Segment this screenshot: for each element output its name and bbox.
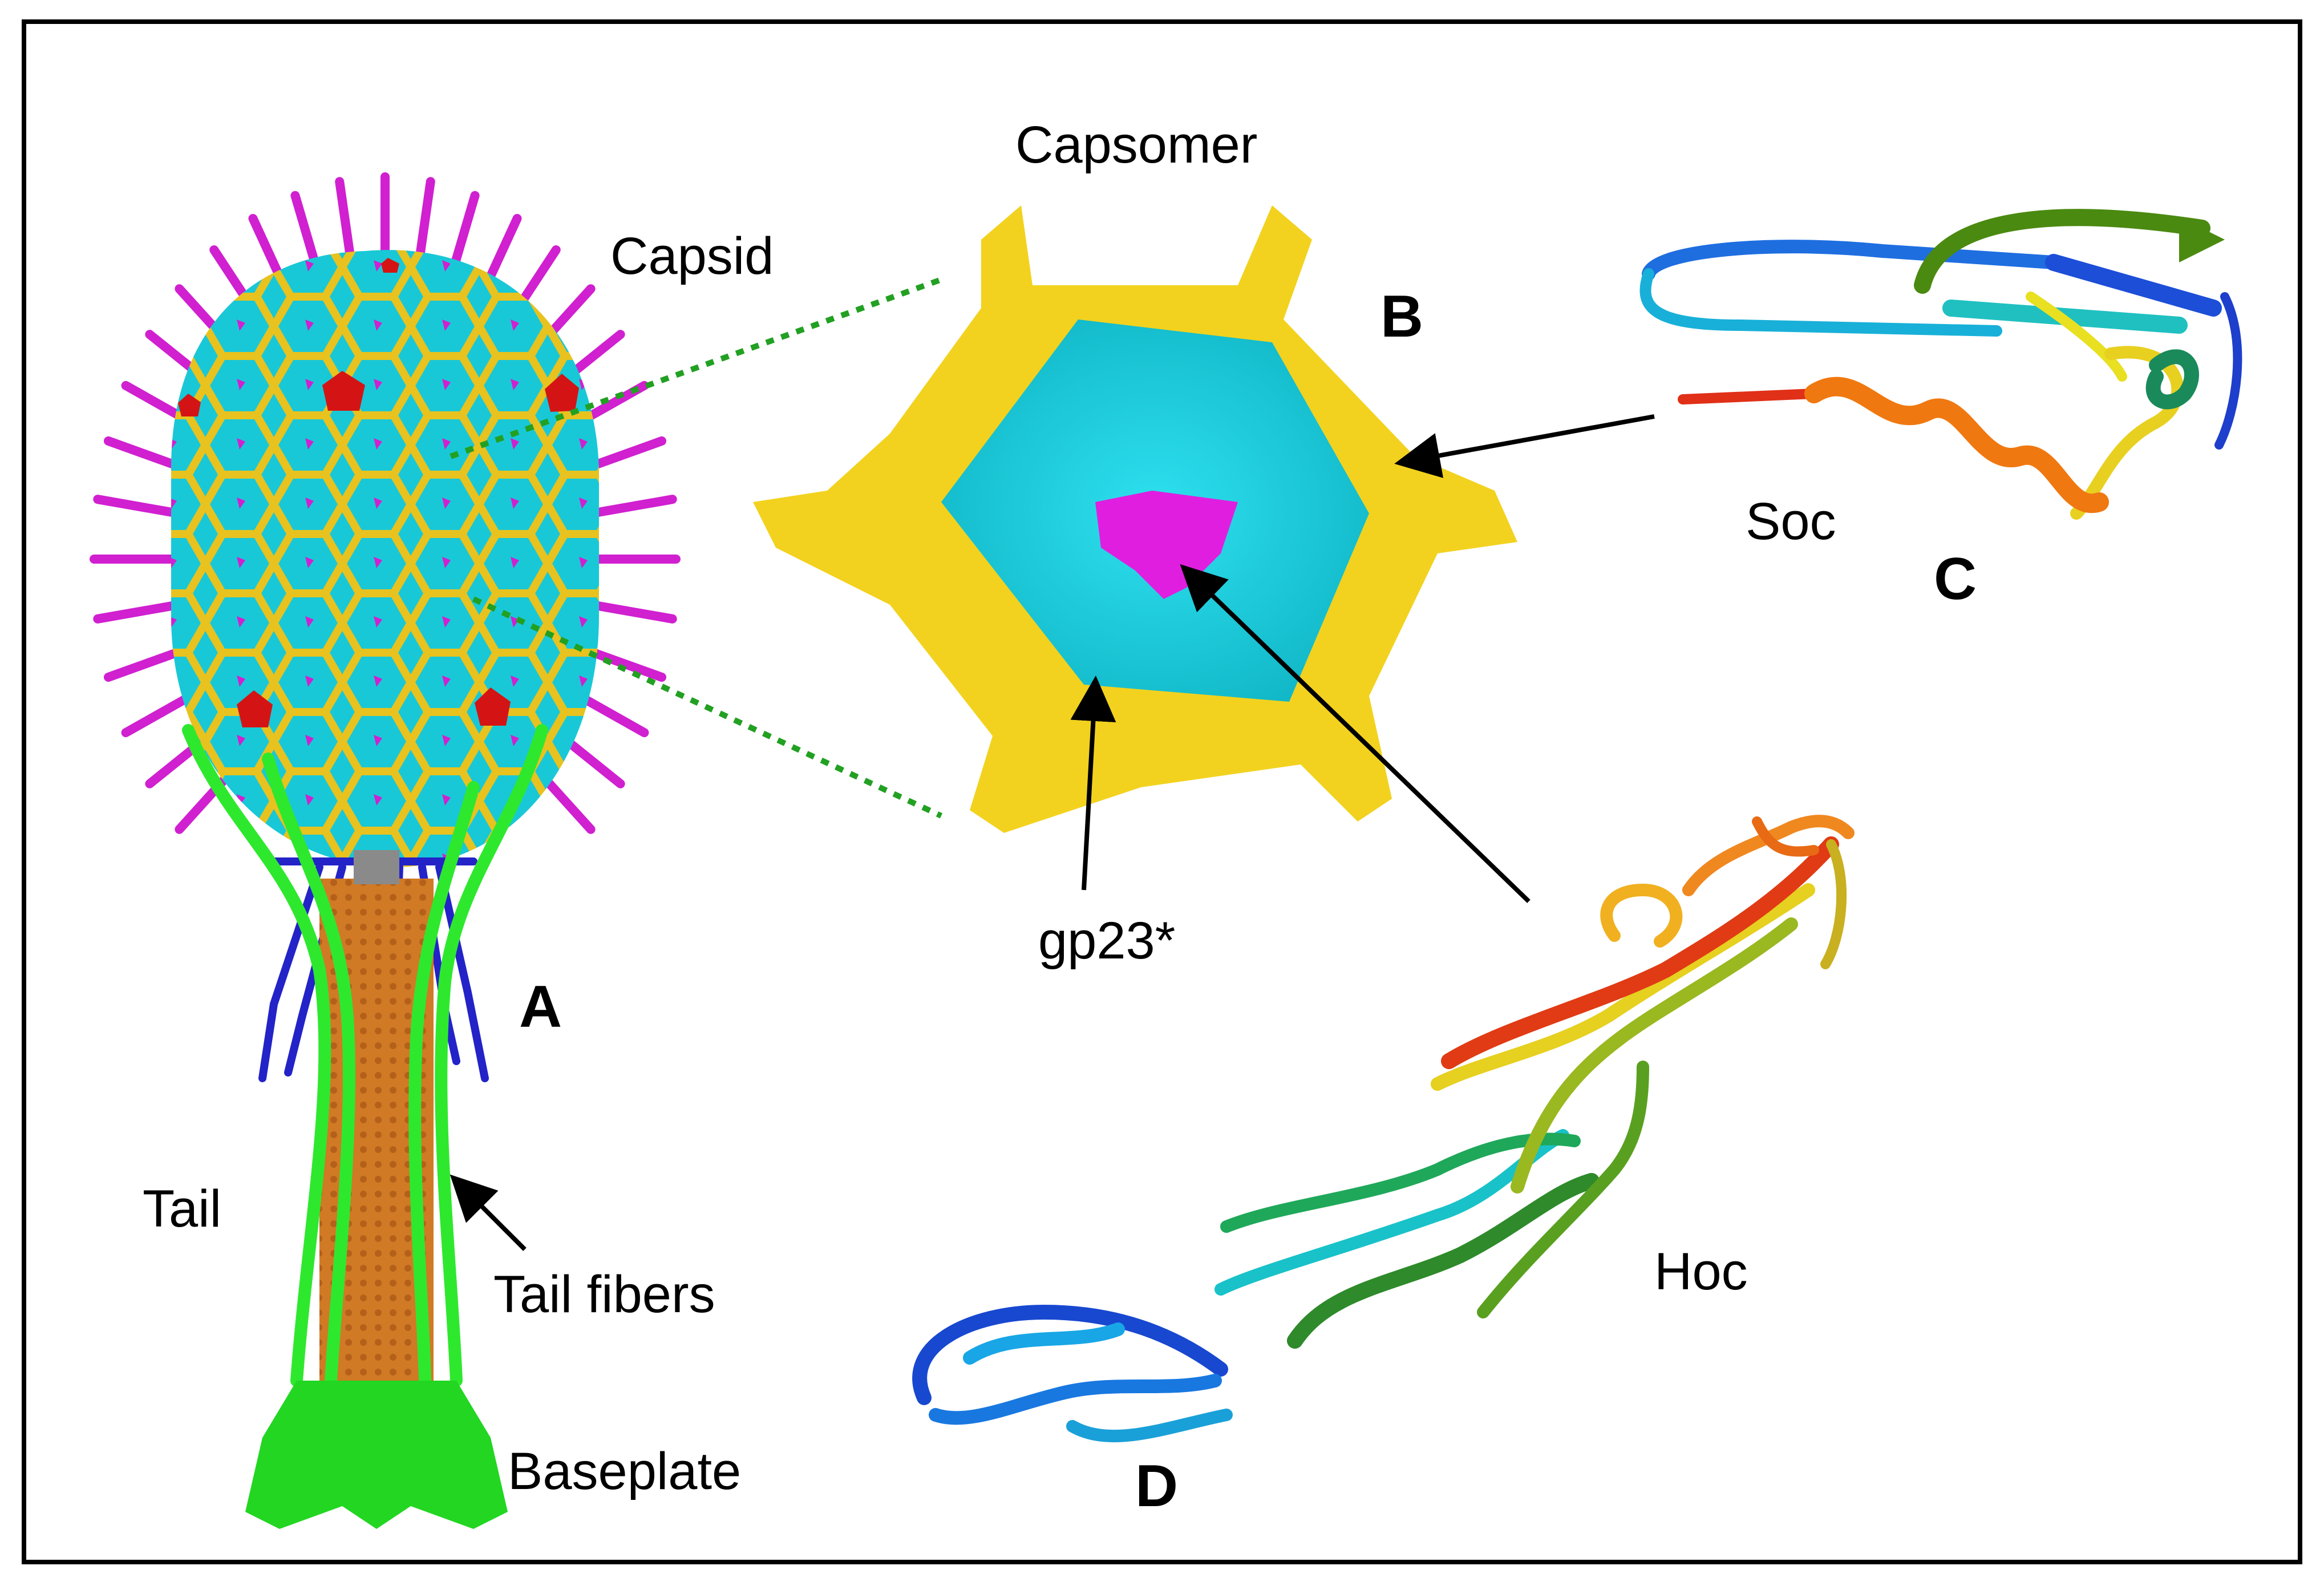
capsomer-illustration <box>753 205 1517 833</box>
arrow-gp23 <box>1070 675 1116 891</box>
annotation-arrows <box>450 414 1655 1251</box>
hoc-spike <box>93 495 187 519</box>
hoc-spike <box>93 599 187 624</box>
panel-label-c: C <box>1934 546 1977 612</box>
label-baseplate: Baseplate <box>508 1442 741 1500</box>
label-soc: Soc <box>1746 492 1836 551</box>
label-capsid: Capsid <box>610 227 774 285</box>
arrow-soc <box>1394 414 1655 478</box>
zoom-lines <box>450 277 943 819</box>
hoc-ribbon <box>912 815 1855 1443</box>
panel-label-d: D <box>1135 1453 1178 1519</box>
baseplate <box>245 1381 508 1529</box>
label-capsomer: Capsomer <box>1015 116 1257 174</box>
tail-neck <box>354 850 399 884</box>
arrow-tail-fibers <box>450 1174 527 1251</box>
arrow-hoc <box>1180 564 1531 903</box>
label-hoc: Hoc <box>1654 1243 1748 1301</box>
label-gp23: gp23* <box>1038 912 1175 970</box>
hoc-spike <box>583 599 677 624</box>
capsid-head <box>171 250 599 867</box>
hoc-spike <box>583 495 677 519</box>
label-tail: Tail <box>143 1180 221 1238</box>
phage-illustration <box>90 172 681 1529</box>
vertex-pentamers <box>178 258 579 727</box>
figure-border <box>22 19 2302 1564</box>
label-tail-fibers: Tail fibers <box>493 1265 715 1324</box>
panel-label-b: B <box>1380 284 1423 350</box>
panel-label-a: A <box>519 974 562 1040</box>
tail-fibers <box>182 724 548 1387</box>
soc-ribbon <box>1639 209 2242 520</box>
